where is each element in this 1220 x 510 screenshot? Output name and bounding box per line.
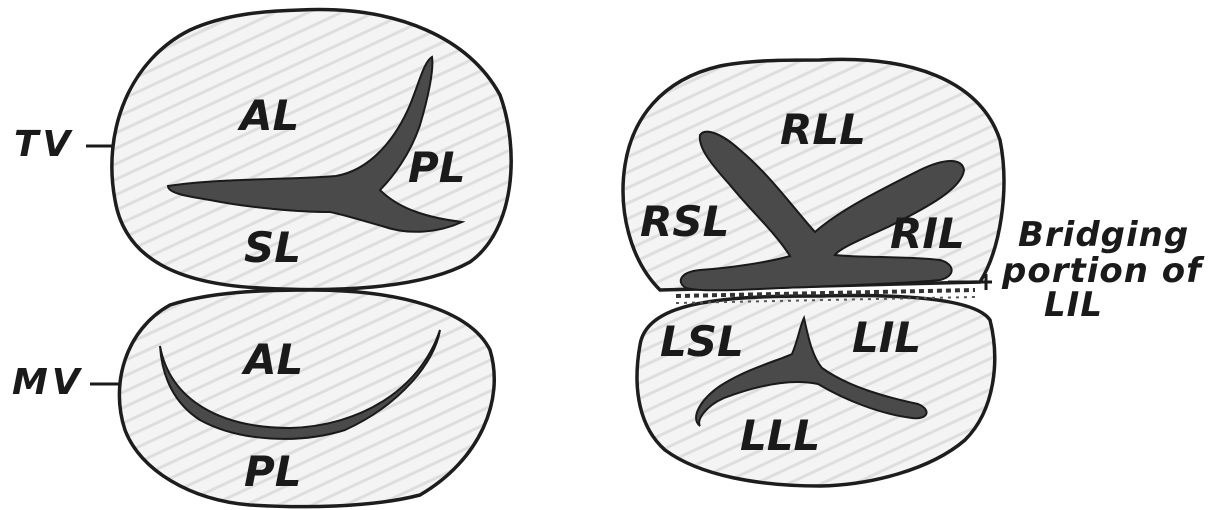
tv-posterior-leaflet-label: PL <box>408 143 466 192</box>
bridging-note-line-3: LIL <box>1044 285 1103 325</box>
mv-anterior-leaflet-label: AL <box>241 335 303 384</box>
right-lateral-leaflet-label: RLL <box>780 105 866 154</box>
mv-posterior-leaflet-label: PL <box>244 447 302 496</box>
tv-septal-leaflet-label: SL <box>244 223 301 272</box>
right-inferior-leaflet-label: RIL <box>890 209 965 258</box>
tv-label: TV <box>14 124 74 165</box>
bridging-note-line-2: portion of <box>1001 251 1205 291</box>
left-inferior-leaflet-label: LIL <box>852 313 921 362</box>
tv-anterior-leaflet-label: AL <box>237 91 299 140</box>
bridging-note-line-1: Bridging <box>1018 215 1189 255</box>
mv-label: MV <box>12 362 84 403</box>
left-lateral-leaflet-label: LLL <box>740 411 820 460</box>
left-superior-leaflet-label: LSL <box>660 317 744 366</box>
mitral-valve-outline <box>119 290 494 507</box>
right-superior-leaflet-label: RSL <box>640 197 729 246</box>
